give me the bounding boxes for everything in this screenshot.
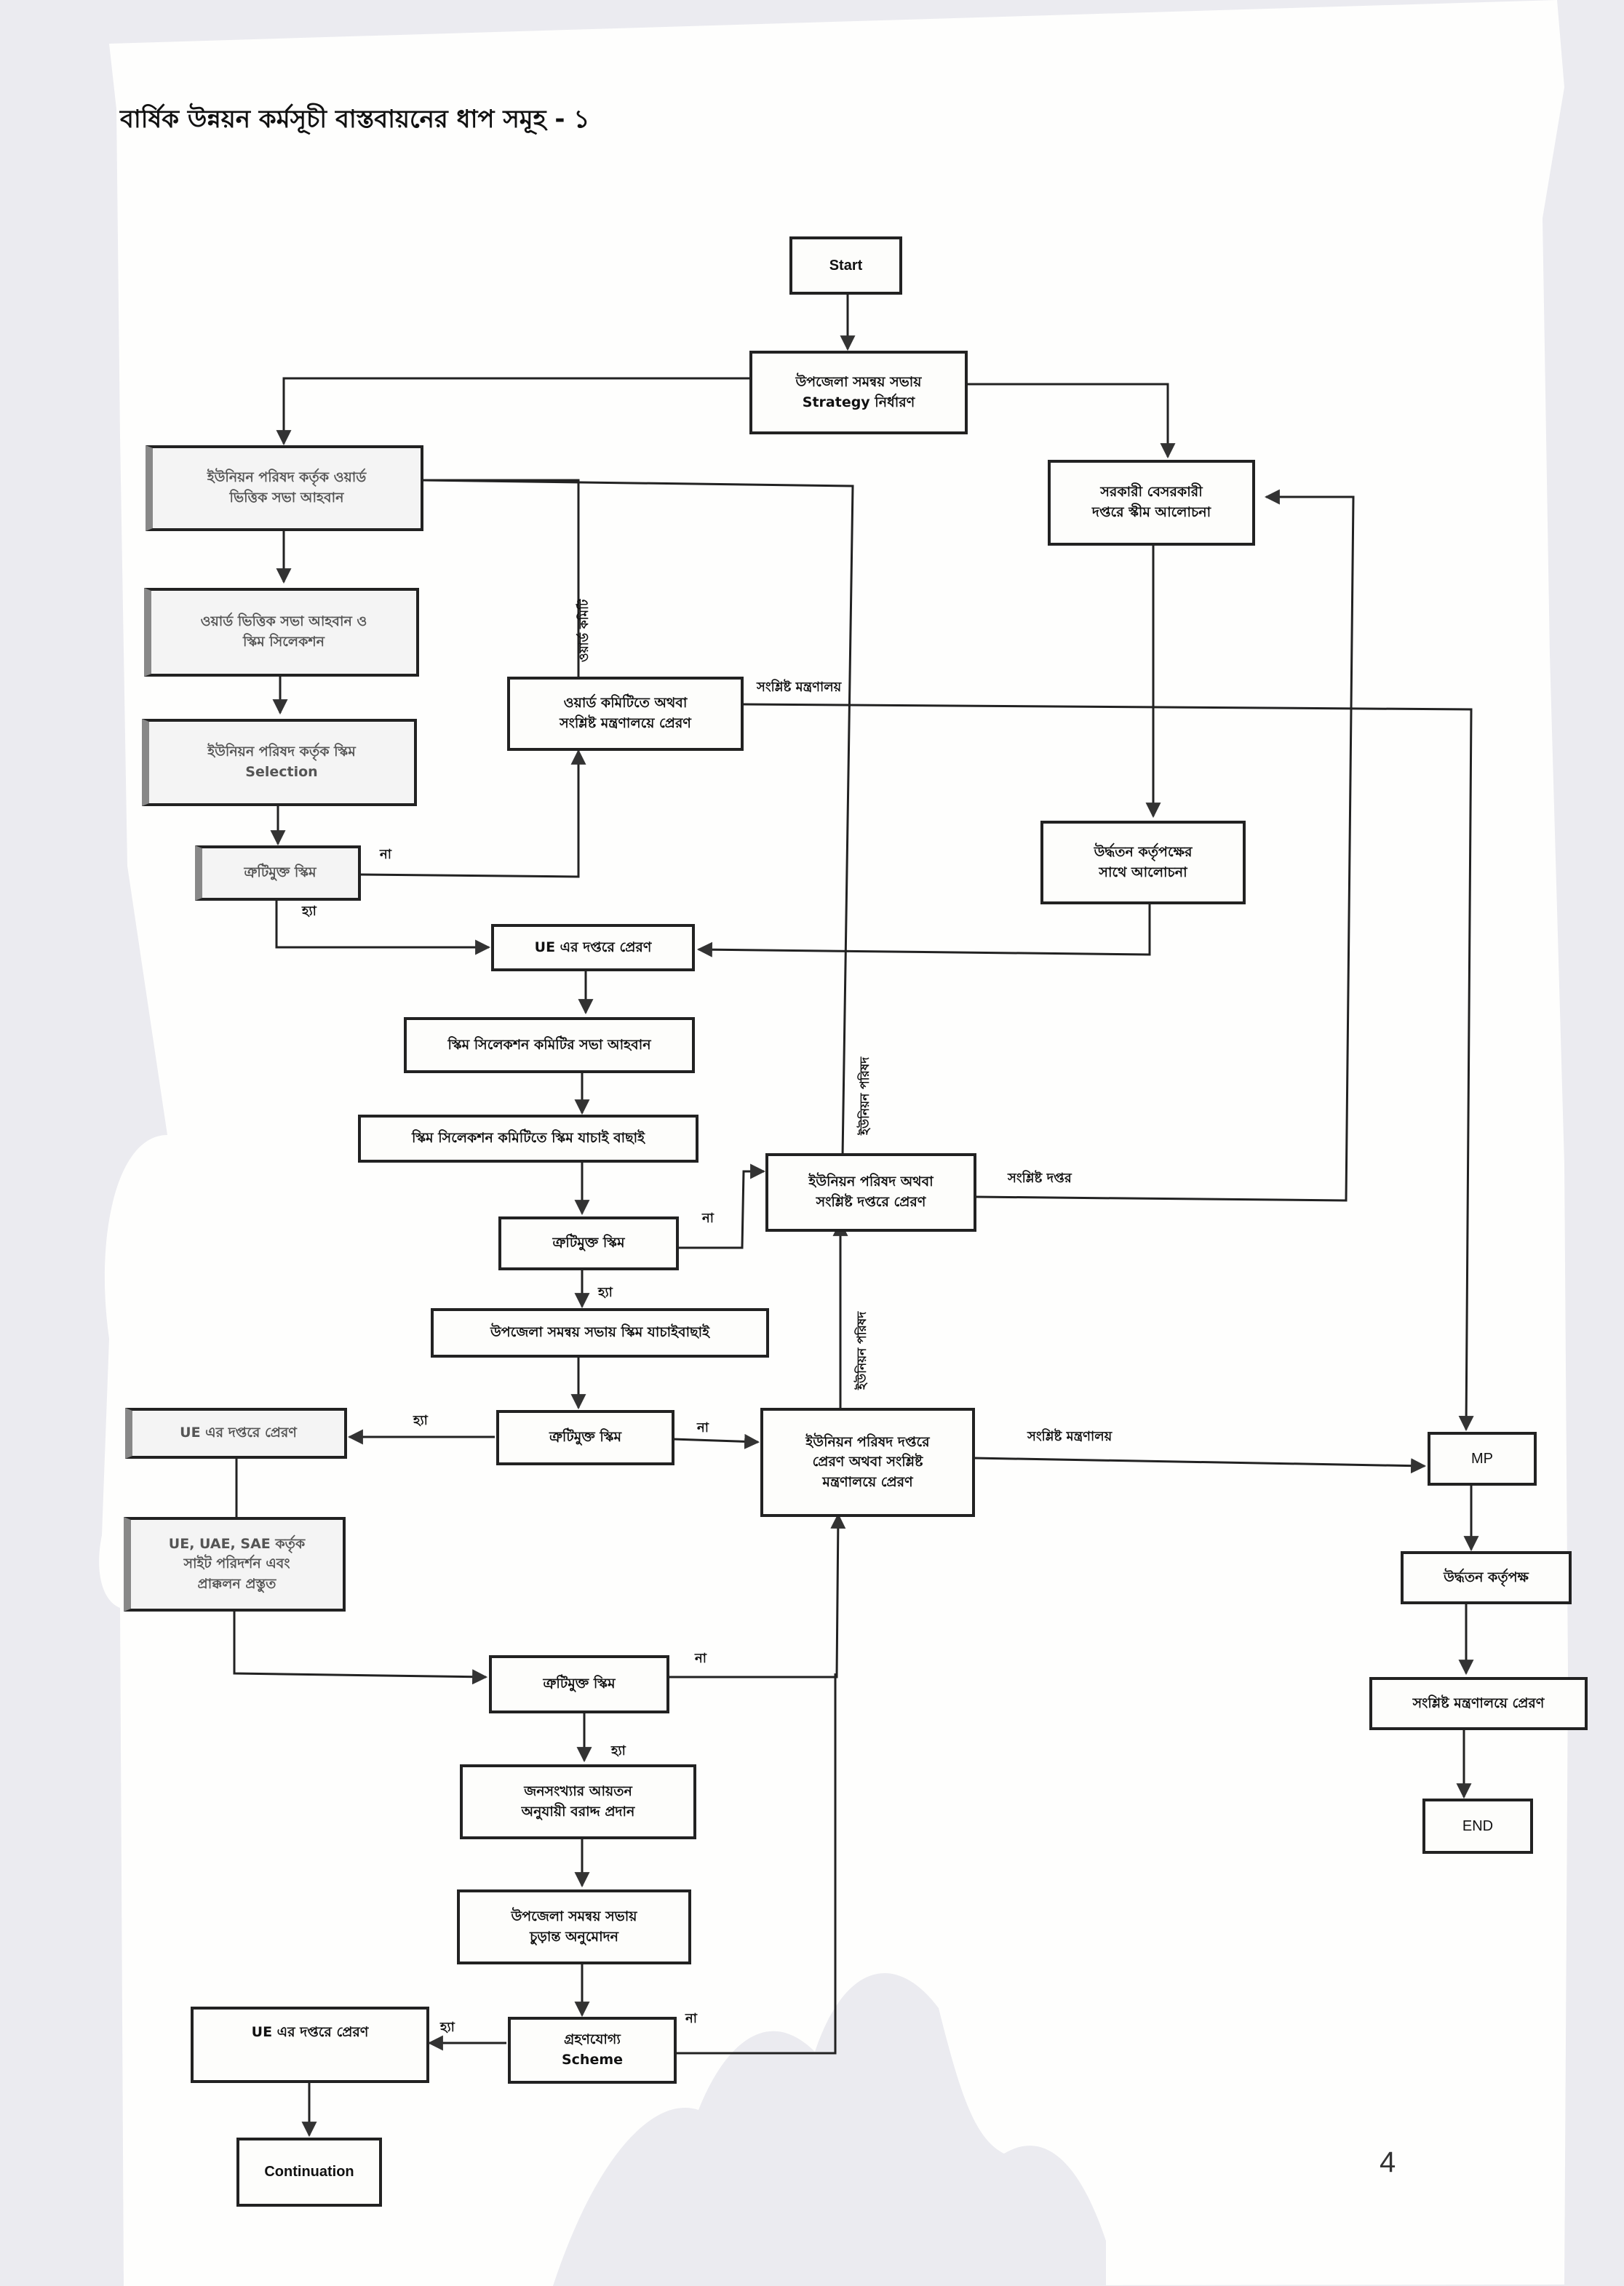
label-ward-committee: ওয়ার্ড কমিটি [577,599,592,662]
edge-union-parishad-vertical [421,479,854,1158]
paper-sheet [99,0,1568,2286]
label-concerned-ministry-2: সংশ্লিষ্ট মন্ত্রণালয় [1027,1429,1112,1444]
node-error-free-4: ত্রুটিমুক্ত স্কিম [489,1655,669,1713]
edge-errorfree4-no [669,1513,846,1678]
label-no-5: না [685,2011,697,2026]
edge-errorfree2-no [677,1163,766,1249]
node-ward-meeting-selection: ওয়ার্ড ভিত্তিক সভা আহবান ও স্কিম সিলেকশ… [144,588,419,677]
node-send-to-ue-1: UE এর দপ্তরে প্রেরণ [491,924,695,971]
node-upazila-review: উপজেলা সমন্বয় সভায় স্কিম যাচাইবাছাই [431,1308,769,1358]
edge-errorfree3-no [672,1433,760,1449]
node-selection-committee-review: স্কিম সিলেকশন কমিটিতে স্কিম যাচাই বাছাই [358,1115,698,1163]
label-union-parishad-1: ইউনিয়ন পরিষদ [858,1056,872,1135]
node-allocation: জনসংখ্যার আয়তন অনুযায়ী বরাদ্দ প্রদান [460,1764,696,1839]
page-number: 4 [1380,2146,1396,2178]
node-mp: MP [1428,1432,1537,1486]
edge-strategy-left [276,377,749,446]
label-no-2: না [702,1211,714,1226]
label-union-parishad-2: ইউনিয়ন পরিষদ [855,1311,869,1390]
node-up-office-or-ministry: ইউনিয়ন পরিষদ দপ্তরে প্রেরণ অথবা সংশ্লিষ… [760,1408,975,1517]
edge-ward-committee-loop [422,479,580,680]
bottom-shadow-shape [553,1973,1106,2286]
node-up-or-dept: ইউনিয়ন পরিষদ অথবা সংশ্লিষ্ট দপ্তরে প্রে… [765,1153,976,1232]
label-concerned-ministry-1: সংশ্লিষ্ট মন্ত্রণালয় [757,680,842,695]
node-higher-authority-discussion: উর্দ্ধতন কর্তৃপক্ষের সাথে আলোচনা [1040,821,1246,904]
node-error-free-3: ত্রুটিমুক্ত স্কিম [496,1410,674,1465]
node-error-free-1: ত্রুটিমুক্ত স্কিম [195,845,361,901]
label-yes-3: হ্যা [413,1413,428,1428]
node-end: END [1422,1799,1533,1854]
label-no-1: না [380,847,391,862]
node-start: Start [789,236,902,295]
label-concerned-dept: সংশ্লিষ্ট দপ্তর [1008,1171,1072,1186]
edge-site-errorfree4 [233,1612,488,1685]
node-higher-authority: উর্দ্ধতন কর্তৃপক্ষ [1401,1551,1572,1604]
edge-acceptable-no [675,1673,837,2055]
label-no-4: না [695,1651,706,1666]
edge-ward-to-mp [741,703,1474,1432]
node-upazila-strategy: উপজেলা সমন্বয় সভায় Strategy নির্ধারণ [749,351,968,434]
node-final-approval: উপজেলা সমন্বয় সভায় চুড়ান্ত অনুমোদন [457,1889,691,1964]
page-title: বার্ষিক উন্নয়ন কর্মসূচী বাস্তবায়নের ধা… [120,105,590,134]
node-ward-or-ministry: ওয়ার্ড কমিটিতে অথবা সংশ্লিষ্ট মন্ত্রণাল… [507,677,744,751]
edge-upoffice-mp [973,1457,1427,1474]
node-up-ward-meeting: ইউনিয়ন পরিষদ কর্তৃক ওয়ার্ড ভিত্তিক সভা… [146,445,423,531]
edge-dept-loop [974,489,1355,1202]
node-govt-private-discussion: সরকারী বেসরকারী দপ্তরে স্কীম আলোচনা [1048,460,1255,546]
label-yes-4: হ্যা [611,1743,626,1759]
edge-strategy-right [968,383,1176,459]
node-selection-committee-meeting: স্কিম সিলেকশন কমিটির সভা আহবান [404,1017,695,1073]
label-yes-5: হ্যা [440,2020,455,2035]
node-site-inspection: UE, UAE, SAE কর্তৃক সাইট পরিদর্শন এবং প্… [124,1517,346,1612]
edge-errorfree1-no [359,749,586,878]
label-yes-2: হ্যা [598,1285,613,1300]
node-send-to-ministry: সংশ্লিষ্ট মন্ত্রণালয়ে প্রেরণ [1369,1677,1588,1730]
edge-higher-to-ue [696,904,1151,957]
node-send-to-ue-2: UE এর দপ্তরে প্রেরণ [125,1408,347,1459]
label-yes-1: হ্যা [302,904,317,919]
edge-errorfree1-yes [275,901,491,955]
node-acceptable-scheme: গ্রহণযোগ্য Scheme [508,2017,677,2084]
node-up-scheme-selection: ইউনিয়ন পরিষদ কর্তৃক স্কিম Selection [142,719,417,806]
node-continuation: Continuation [236,2138,382,2207]
node-send-to-ue-3: UE এর দপ্তরে প্রেরণ [191,2007,429,2083]
label-no-3: না [697,1420,709,1435]
node-error-free-2: ত্রুটিমুক্ত স্কিম [498,1216,679,1270]
